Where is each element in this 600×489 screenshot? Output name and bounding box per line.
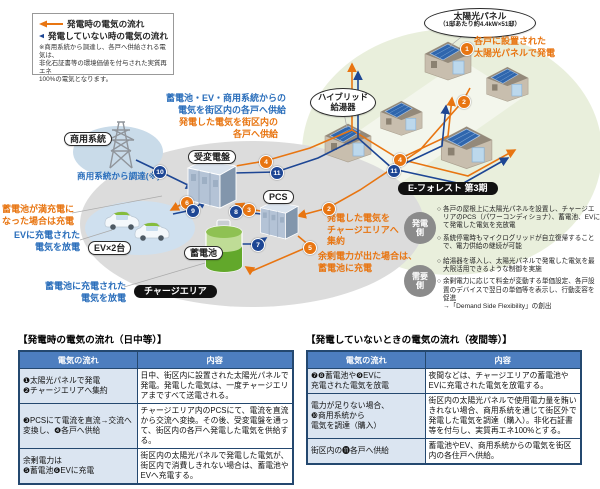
- flow-tables-section: 【発電時の電気の流れ（日中等）】 電気の流れ 内容 ❶太陽光パネルで発電 ❷チャ…: [18, 332, 584, 485]
- step-marker-7: 7: [251, 238, 265, 252]
- bullet-icon: ○: [437, 278, 441, 286]
- table-row: ❼❽蓄電池や❾EVに 充電された電気を放電 夜間などは、チャージエリアの蓄電池や…: [306, 368, 582, 394]
- detail-cell: 街区内の太陽光パネルで使用電力量を賄いきれない場合、商用系統を通じて街区外で発電…: [424, 393, 582, 439]
- table-row: ❸PCSにて電流を直流→交流へ 変換し、❹各戸へ供給 チャージエリア内のPCSに…: [18, 403, 294, 449]
- solar-panel-title: 太陽光パネル: [453, 11, 507, 21]
- solar-panel-label: 太陽光パネル （1邸あたり約4.4kW×51邸）: [424, 8, 536, 38]
- table-row: 電力が足りない場合、 ❿商用系統から 電気を調達（購入） 街区内の太陽光パネルで…: [306, 393, 582, 439]
- bullet-icon: ○: [437, 206, 441, 213]
- annotation-procure-from-grid: 商用系統から調達(※): [77, 171, 160, 181]
- annotation-ev-discharge: EVに充電された 電気を放電: [13, 230, 80, 252]
- flow-cell: ❼❽蓄電池や❾EVに 充電された電気を放電: [306, 368, 426, 394]
- legend-box: 発電時の電気の流れ 発電していない時の電気の流れ ※商用系統から調達し、各戸へ供…: [32, 13, 174, 83]
- column-header: 電気の流れ: [306, 350, 426, 369]
- detail-cell: チャージエリア内のPCSにて、電流を直流から交流へ変換。その後、受変電盤を通って…: [136, 403, 294, 449]
- annotation-supply-generated: 発電した電気を街区内の 各戸へ供給: [178, 117, 278, 139]
- list-item: ○ 系統停電時もマイクログリッドが自立復帰することで、電力供給の継続が可能: [437, 234, 595, 250]
- step-marker-9: 9: [186, 204, 200, 218]
- annotation-battery-discharge: 蓄電池に充電された 電気を放電: [44, 281, 126, 303]
- not-generating-flow-table-block: 【発電していないときの電気の流れ（夜間等）】 電気の流れ 内容 ❼❽蓄電池や❾E…: [306, 332, 582, 485]
- column-header: 電気の流れ: [18, 350, 138, 369]
- legend-not-generating-label: 発電していない時の電気の流れ: [47, 31, 168, 41]
- generating-table-title: 【発電時の電気の流れ（日中等）】: [18, 335, 167, 346]
- column-header: 内容: [136, 350, 294, 369]
- table-row: ❶太陽光パネルで発電 ❷チャージエリアへ集約 日中、街区内に設置された太陽光パネ…: [18, 368, 294, 404]
- table-row: 街区内の⓫各戸へ供給 蓄電池やEV、商用系統からの電気を街区内の各住戸へ供給。: [306, 438, 582, 465]
- demand-side-badge: 需要 側: [404, 265, 436, 297]
- step-marker-2b: 2: [322, 202, 336, 216]
- generating-flow-table: 電気の流れ 内容 ❶太陽光パネルで発電 ❷チャージエリアへ集約 日中、街区内に設…: [18, 350, 294, 485]
- step-marker-1: 1: [460, 42, 474, 56]
- hybrid-heater-label: ハイブリッド 給湯器: [310, 88, 376, 117]
- battery-label: 蓄電池: [184, 246, 224, 260]
- not-generating-table-title: 【発電していないときの電気の流れ（夜間等）】: [306, 335, 512, 346]
- demand-side-notes: ○ 給湯器を導入し、太陽光パネルで発電した電気を最大限活用できるような制御を実施…: [437, 258, 600, 311]
- ev-label: EV×2台: [88, 241, 132, 255]
- step-marker-5: 5: [303, 241, 317, 255]
- step-marker-2: 2: [457, 95, 471, 109]
- step-marker-11: 11: [270, 166, 284, 180]
- legend-generating-row: 発電時の電気の流れ: [39, 18, 168, 30]
- charge-area-label: チャージエリア: [134, 285, 217, 298]
- flow-cell: 余剰電力は ❺蓄電池❻EVに充電: [18, 448, 138, 485]
- annotation-charge-when-full: 蓄電池が満充電に なった場合は充電: [2, 204, 75, 226]
- detail-cell: 蓄電池やEV、商用系統からの電気を街区内の各住戸へ供給。: [424, 438, 582, 465]
- commercial-grid-label: 商用系統: [64, 132, 113, 146]
- detail-cell: 夜間などは、チャージエリアの蓄電池やEVに充電された電気を放電する。: [424, 368, 582, 394]
- legend-not-generating-row: 発電していない時の電気の流れ: [39, 30, 168, 42]
- annotation-surplus-charge: 余剰電力が出た場合は、 蓄電池に充電: [318, 251, 418, 273]
- step-marker-10: 10: [153, 165, 167, 179]
- annotation-supply-from-storage: 蓄電池・EV・商用系統からの 電気を街区内の各戸へ供給: [165, 93, 286, 115]
- e-forest-label: E-フォレスト 第3期: [398, 182, 498, 195]
- list-item: ○ 各戸の屋根上に太陽光パネルを設置し、チャージエリアのPCS（パワーコンディシ…: [437, 206, 600, 230]
- legend-generating-label: 発電時の電気の流れ: [67, 19, 145, 29]
- step-marker-3: 3: [242, 203, 256, 217]
- solar-panel-sub: （1邸あたり約4.4kW×51邸）: [439, 21, 521, 28]
- bullet-icon: ○: [437, 258, 441, 265]
- list-item: ○ 給湯器を導入し、太陽光パネルで発電した電気を最大限活用できるような制御を実施: [437, 258, 595, 274]
- flow-cell: ❸PCSにて電流を直流→交流へ 変換し、❹各戸へ供給: [18, 403, 138, 449]
- column-header: 内容: [424, 350, 582, 369]
- transmission-tower-icon: [107, 121, 135, 169]
- substation-label: 受変電盤: [188, 150, 237, 164]
- detail-cell: 日中、街区内に設置された太陽光パネルで発電。発電した電気は、一度チャージエリアま…: [136, 368, 294, 404]
- annotation-collect-to-charge-area: 発電した電気を チャージエリアへ 集約: [327, 213, 399, 246]
- bullet-icon: ○: [437, 234, 441, 242]
- pcs-label: PCS: [263, 190, 294, 204]
- table-row: 余剰電力は ❺蓄電池❻EVに充電 街区内の太陽光パネルで発電した電気が、街区内で…: [18, 448, 294, 485]
- flow-cell: ❶太陽光パネルで発電 ❷チャージエリアへ集約: [18, 368, 138, 404]
- list-item: ○ 余剰電力に応じて料金が変動する単価設定、各戸設置のデバイスで翌日の単価等を表…: [437, 278, 595, 311]
- generation-side-notes: ○ 各戸の屋根上に太陽光パネルを設置し、チャージエリアのPCS（パワーコンディシ…: [437, 206, 600, 251]
- step-marker-4: 4: [259, 155, 273, 169]
- step-marker-11b: 11: [387, 164, 401, 178]
- generating-flow-arrow-icon: [39, 20, 63, 28]
- not-generating-flow-arrow-icon: [39, 33, 44, 39]
- annotation-generate-each-house: 各戸に設置された 太陽光パネルで発電: [474, 36, 556, 58]
- generation-side-badge: 発電 側: [404, 212, 436, 244]
- not-generating-flow-table: 電気の流れ 内容 ❼❽蓄電池や❾EVに 充電された電気を放電 夜間などは、チャー…: [306, 350, 582, 465]
- detail-cell: 街区内の太陽光パネルで発電した電気が、街区内で消費しきれない場合は、蓄電池やEV…: [136, 448, 294, 485]
- step-marker-8: 8: [229, 205, 243, 219]
- generating-flow-table-block: 【発電時の電気の流れ（日中等）】 電気の流れ 内容 ❶太陽光パネルで発電 ❷チャ…: [18, 332, 294, 485]
- flow-cell: 電力が足りない場合、 ❿商用系統から 電気を調達（購入）: [306, 393, 426, 439]
- legend-note: ※商用系統から調達し、各戸へ供給される電気は、 非化石証書等の環境価値を付与され…: [39, 44, 167, 83]
- flow-cell: 街区内の⓫各戸へ供給: [306, 438, 426, 465]
